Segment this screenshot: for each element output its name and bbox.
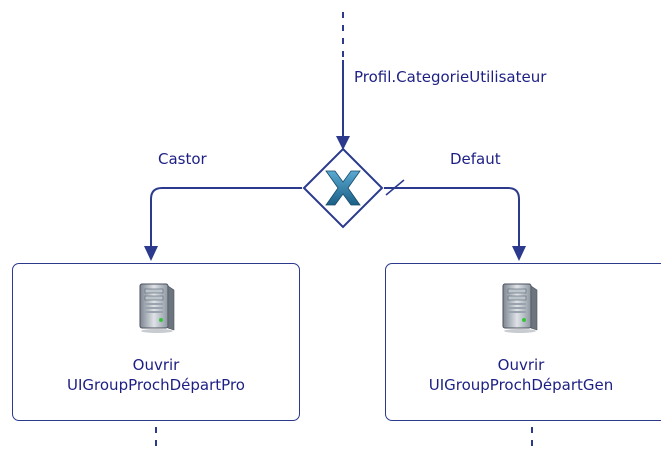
task-label-pro: Ouvrir UIGroupProchDépartPro [13,355,299,395]
exclusive-gateway-x-icon [302,147,384,229]
task-label-line1: Ouvrir [497,356,545,374]
task-label-line2: UIGroupProchDépartPro [67,376,245,394]
task-label-gen: Ouvrir UIGroupProchDépartGen [386,355,656,395]
task-label-line1: Ouvrir [132,356,180,374]
task-label-line2: UIGroupProchDépartGen [428,376,614,394]
default-flow-marker [385,179,405,196]
branch-right-connector [384,187,520,248]
branch-left-connector [150,187,302,248]
task-node-ouvrir-pro[interactable]: Ouvrir UIGroupProchDépartPro [12,263,300,421]
task-node-ouvrir-gen[interactable]: Ouvrir UIGroupProchDépartGen [385,263,661,421]
branch-label-defaut: Defaut [450,150,501,168]
branch-right-arrowhead [512,246,526,261]
branch-label-castor: Castor [158,150,207,168]
condition-label: Profil.CategorieUtilisateur [354,68,547,86]
branch-left-arrowhead [144,246,158,261]
server-icon [139,283,175,333]
server-icon [502,283,538,333]
incoming-flow-arrowhead [336,136,350,150]
exclusive-gateway[interactable] [302,147,384,229]
